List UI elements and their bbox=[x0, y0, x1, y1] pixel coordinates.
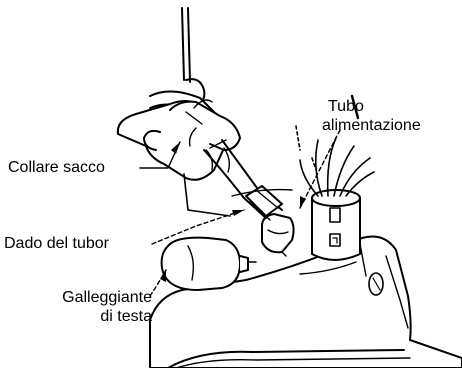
feed-tube-mount bbox=[312, 190, 360, 260]
label-collare-sacco: Collare sacco bbox=[8, 158, 105, 177]
label-dado-text: Dado del tubor bbox=[4, 235, 109, 252]
label-tubo-alimentazione: Tubo alimentazione bbox=[322, 97, 421, 135]
label-dado-del-tubor: Dado del tubor bbox=[4, 234, 109, 253]
label-galleggiante-di-testa: Galleggiante di testa bbox=[6, 288, 152, 326]
hanging-rod bbox=[182, 8, 204, 104]
label-tubo-line1: Tubo bbox=[322, 97, 421, 116]
label-collare-sacco-text: Collare sacco bbox=[8, 159, 105, 176]
tube-connector bbox=[262, 214, 294, 256]
label-galleggiante-line1: Galleggiante bbox=[6, 288, 152, 307]
label-galleggiante-line2: di testa bbox=[6, 307, 152, 326]
label-tubo-line2: alimentazione bbox=[322, 116, 421, 135]
